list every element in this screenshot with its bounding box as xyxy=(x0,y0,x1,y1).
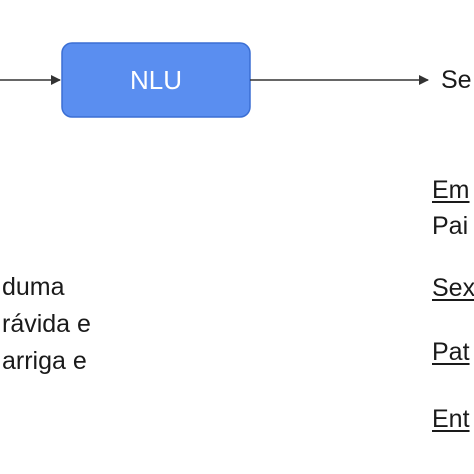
nlu-box-label: NLU xyxy=(129,64,182,95)
right-item-pat: Pat xyxy=(432,338,470,366)
right-item-em: Em xyxy=(432,176,470,204)
left-text-line-1: duma xyxy=(2,273,65,301)
right-item-pai: Pai xyxy=(432,212,469,240)
right-item-sex: Sex xyxy=(432,274,474,302)
left-text-line-2: rávida e xyxy=(2,310,91,338)
output-label: Se xyxy=(441,66,472,94)
left-text-line-3: arriga e xyxy=(2,347,87,375)
right-item-ent: Ent xyxy=(432,405,470,433)
